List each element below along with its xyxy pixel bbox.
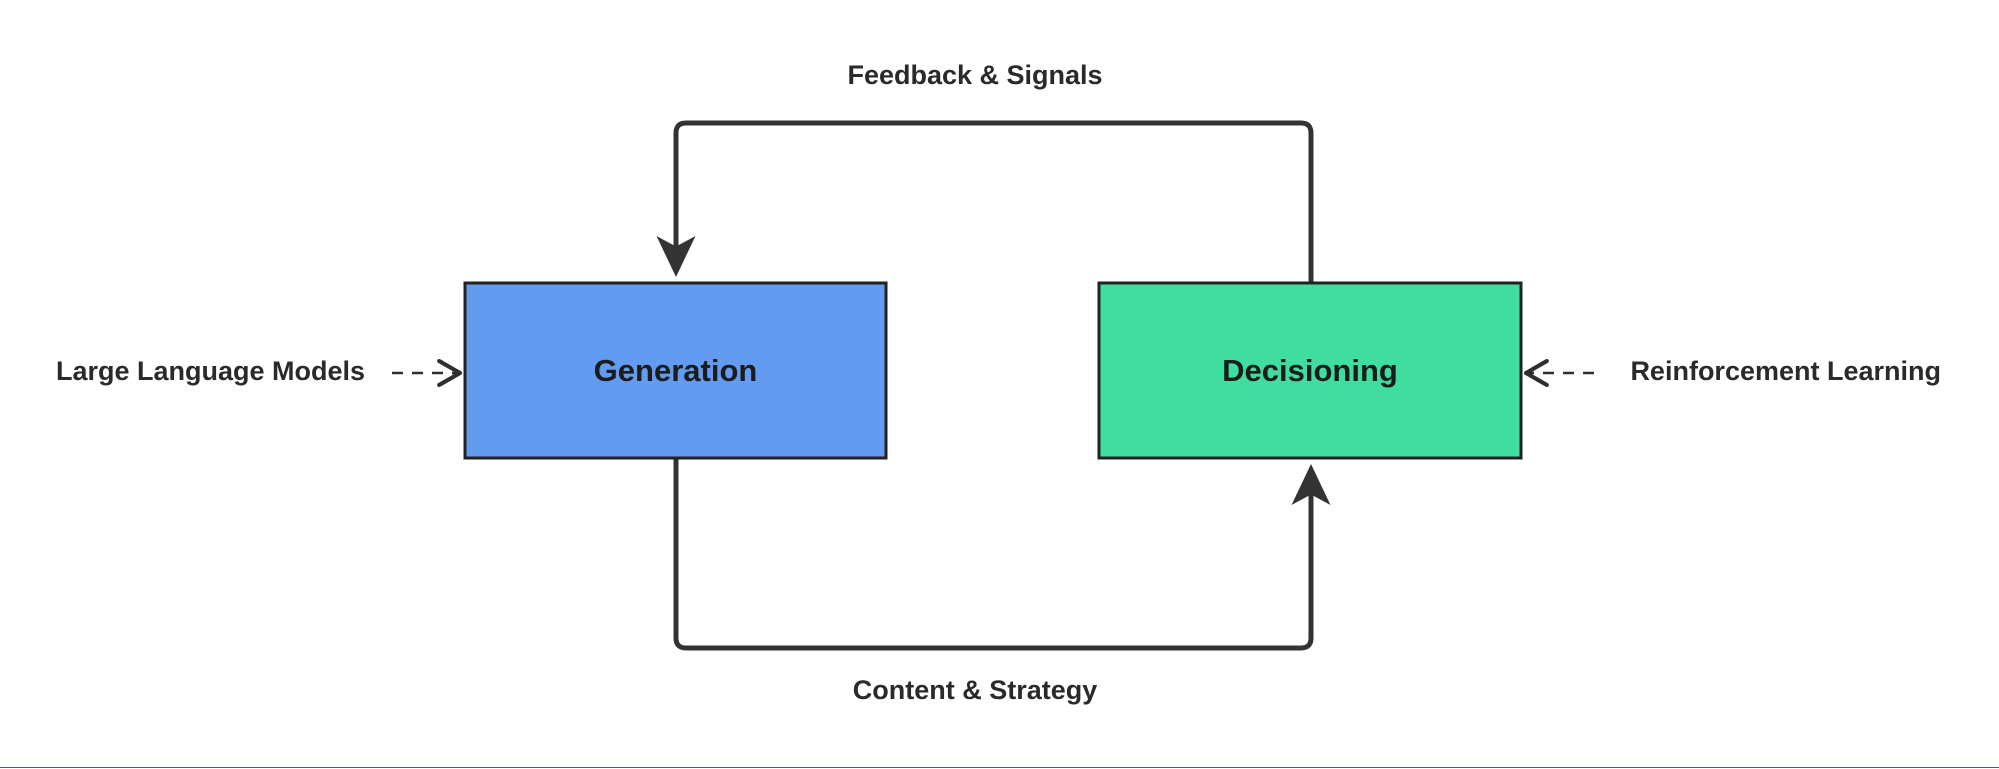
node-generation[interactable]: Generation <box>463 281 888 460</box>
edge-feedback-signals: Feedback & Signals <box>656 60 1314 283</box>
content-strategy-path <box>673 458 1331 651</box>
input-large-language-models: Large Language Models <box>56 356 463 388</box>
generation-box[interactable] <box>463 281 888 460</box>
feedback-signals-label: Feedback & Signals <box>847 60 1102 90</box>
feedback-signals-path <box>656 120 1314 283</box>
footer-divider <box>0 767 1999 768</box>
decisioning-label: Decisioning <box>1222 353 1398 388</box>
large-language-models-label: Large Language Models <box>56 356 365 386</box>
node-decisioning[interactable]: Decisioning <box>1097 281 1523 460</box>
content-strategy-label: Content & Strategy <box>853 675 1098 705</box>
reinforcement-learning-label: Reinforcement Learning <box>1630 356 1941 386</box>
decisioning-box[interactable] <box>1097 281 1523 460</box>
generation-label: Generation <box>594 353 758 388</box>
edge-content-strategy: Content & Strategy <box>673 458 1331 705</box>
input-reinforcement-learning: Reinforcement Learning <box>1523 356 1941 388</box>
